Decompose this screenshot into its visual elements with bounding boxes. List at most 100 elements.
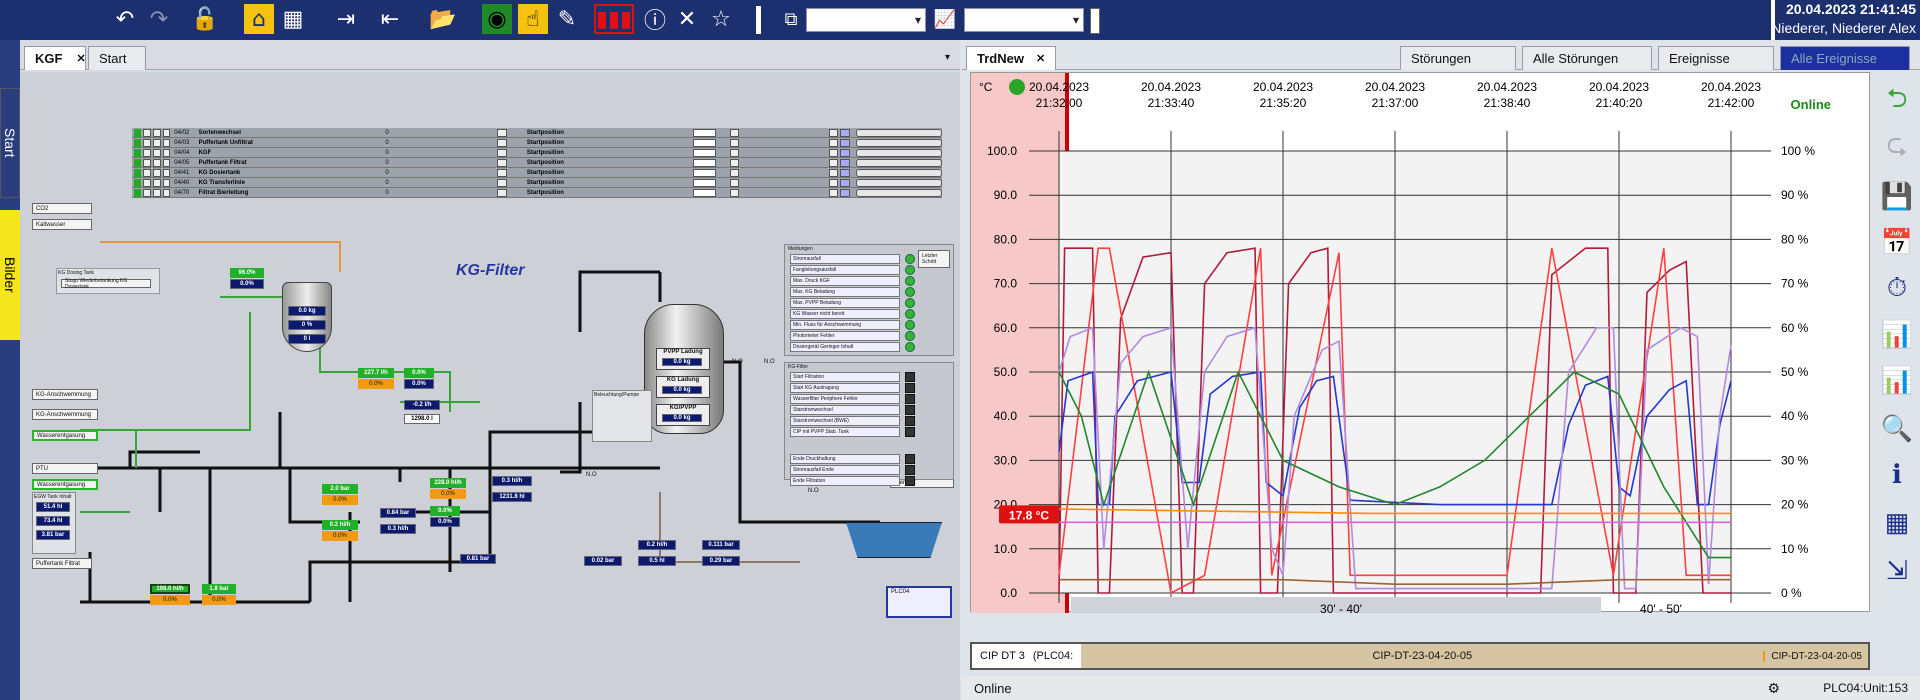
tab-alle-stoerungen[interactable]: Alle Störungen xyxy=(1522,46,1652,70)
export-icon[interactable]: ⇲ xyxy=(1886,554,1908,585)
step-icon[interactable] xyxy=(162,178,171,187)
step-icon[interactable] xyxy=(162,138,171,147)
tab-bilder[interactable]: Bilder xyxy=(0,210,20,340)
fingerprint-icon[interactable]: ◉ xyxy=(482,4,512,34)
sequence-button[interactable] xyxy=(829,178,839,187)
battery-icon[interactable]: ▮▮▮ xyxy=(594,4,634,34)
sequence-button[interactable] xyxy=(729,128,740,137)
sequence-edit-icon[interactable] xyxy=(840,148,850,157)
sequence-counter[interactable] xyxy=(693,168,716,177)
step-toggle[interactable] xyxy=(905,476,915,486)
import-icon[interactable]: ⇤ xyxy=(380,6,400,32)
close-icon[interactable]: ✕ xyxy=(76,53,86,65)
timer-icon[interactable]: ⏱ xyxy=(1886,272,1908,302)
message-item[interactable]: KG Wasser nicht bereit xyxy=(790,309,900,319)
pause-icon[interactable] xyxy=(143,158,152,167)
sequence-button[interactable] xyxy=(497,168,507,177)
step-item[interactable]: Starstromwechsel xyxy=(790,405,900,415)
sequence-row[interactable]: 04/41 KG Dosiertank 0 Startposition xyxy=(132,168,943,178)
stop-icon[interactable] xyxy=(153,178,161,187)
step-item[interactable]: Wasserfilter Periphere Fehler xyxy=(790,394,900,404)
source-ptu[interactable]: PTU xyxy=(32,463,98,474)
dropdown-2[interactable]: ▾ xyxy=(964,8,1084,32)
sequence-row[interactable]: 04/40 KG Transferlinie 0 Startposition xyxy=(132,178,943,188)
play-icon[interactable] xyxy=(134,178,142,187)
window-icon[interactable]: ⧉ xyxy=(784,8,798,30)
sequence-button[interactable] xyxy=(829,188,839,197)
calendar-icon[interactable]: 📅 xyxy=(1880,226,1914,257)
sequence-button[interactable] xyxy=(729,178,740,187)
plant-icon[interactable]: ⌂ xyxy=(244,4,274,34)
play-icon[interactable] xyxy=(134,138,142,147)
sequence-edit-icon[interactable] xyxy=(840,188,850,197)
stop-icon[interactable] xyxy=(153,148,161,157)
sequence-counter[interactable] xyxy=(693,158,716,167)
sequence-row[interactable]: 04/70 Filtrat Bierleitung 0 Startpositio… xyxy=(132,188,943,198)
message-item[interactable]: Max. Druck KGF xyxy=(790,276,900,286)
sequence-button[interactable] xyxy=(497,188,507,197)
sequence-edit-icon[interactable] xyxy=(840,178,850,187)
pause-icon[interactable] xyxy=(143,168,152,177)
close-icon[interactable]: ✕ xyxy=(677,6,697,32)
export-icon[interactable]: ⇥ xyxy=(336,6,356,32)
sequence-button[interactable] xyxy=(829,128,839,137)
beleuchtung-panel[interactable]: Beleuchtung/Pumpe xyxy=(592,390,652,442)
stop-icon[interactable] xyxy=(153,158,161,167)
sequence-counter[interactable] xyxy=(693,138,716,147)
dropdown-1[interactable]: ▾ xyxy=(806,8,926,32)
step-toggle[interactable] xyxy=(905,383,915,393)
sequence-button[interactable] xyxy=(729,188,740,197)
redo-icon[interactable]: ↷ xyxy=(149,6,169,32)
zoom-fx-icon[interactable]: 🔍 xyxy=(1880,412,1914,443)
dropdown-scroll[interactable] xyxy=(1090,8,1100,34)
step-icon[interactable] xyxy=(162,158,171,167)
tab-start[interactable]: Start xyxy=(0,88,20,198)
sequence-button[interactable] xyxy=(829,158,839,167)
sequence-button[interactable] xyxy=(497,178,507,187)
forward-arrow-icon[interactable]: ⮎ xyxy=(1886,129,1908,159)
sequence-button[interactable] xyxy=(729,158,740,167)
star-icon[interactable]: ☆ xyxy=(711,6,731,32)
sequence-row[interactable]: 04/04 KGF 0 Startposition xyxy=(132,148,943,158)
tab-ereignisse[interactable]: Ereignisse xyxy=(1658,46,1774,70)
letzter-schritt-button[interactable]: Letzter Schritt xyxy=(918,250,950,268)
source-wasserentgasung-1[interactable]: Wasserentgasung xyxy=(32,430,98,441)
step-item[interactable]: Starstromwechsel (BWE) xyxy=(790,416,900,426)
message-item[interactable]: Dosiergerät Geringer Inhalt xyxy=(790,342,900,352)
pause-icon[interactable] xyxy=(143,188,152,197)
sequence-button[interactable] xyxy=(729,168,740,177)
sequence-edit-icon[interactable] xyxy=(840,168,850,177)
source-kg-anschwemmung-1[interactable]: KG-Anschwemmung xyxy=(32,389,98,400)
sequence-button[interactable] xyxy=(729,148,740,157)
folder-icon[interactable]: 📂 xyxy=(429,6,457,32)
source-wasserentgasung-2[interactable]: Wasserentgasung xyxy=(32,479,98,490)
sequence-counter[interactable] xyxy=(693,178,716,187)
play-icon[interactable] xyxy=(134,168,142,177)
step-item[interactable]: Ende Druckhaltung xyxy=(790,454,900,464)
message-item[interactable]: Min. Fluss für Anschwemmung xyxy=(790,320,900,330)
step-item[interactable]: Stromausfall Ende xyxy=(790,465,900,475)
sequence-counter[interactable] xyxy=(693,148,716,157)
step-item[interactable]: Start Filtration xyxy=(790,372,900,382)
step-item[interactable]: CIP mit PVPP Stab. Tank xyxy=(790,427,900,437)
source-co2[interactable]: CO2 xyxy=(32,203,92,214)
step-item[interactable]: Ende Filtration xyxy=(790,476,900,486)
chart-function-icon[interactable]: 📊 xyxy=(1880,364,1914,395)
sequence-row[interactable]: 04/05 Puffertank Filtrat 0 Startposition xyxy=(132,158,943,168)
sequence-button[interactable] xyxy=(829,168,839,177)
tab-stoerungen[interactable]: Störungen xyxy=(1400,46,1516,70)
save-icon[interactable]: 💾 xyxy=(1880,180,1914,211)
source-kg-anschwemmung-2[interactable]: KG-Anschwemmung xyxy=(32,409,98,420)
tab-kgf[interactable]: KGF ✕ xyxy=(24,46,86,70)
play-icon[interactable] xyxy=(134,188,142,197)
back-arrow-icon[interactable]: ⮌ xyxy=(1886,83,1908,113)
sequence-button[interactable] xyxy=(497,128,507,137)
sequence-counter[interactable] xyxy=(693,128,716,137)
stop-icon[interactable] xyxy=(153,188,161,197)
info-icon[interactable]: ℹ xyxy=(1892,458,1902,489)
sequence-counter[interactable] xyxy=(693,188,716,197)
message-item[interactable]: Fangleitungsausfall xyxy=(790,265,900,275)
trend-icon[interactable]: 📈 xyxy=(933,8,957,30)
plc-panel[interactable]: PLC04 xyxy=(886,586,952,618)
chart-add-icon[interactable]: 📊 xyxy=(1880,318,1914,349)
